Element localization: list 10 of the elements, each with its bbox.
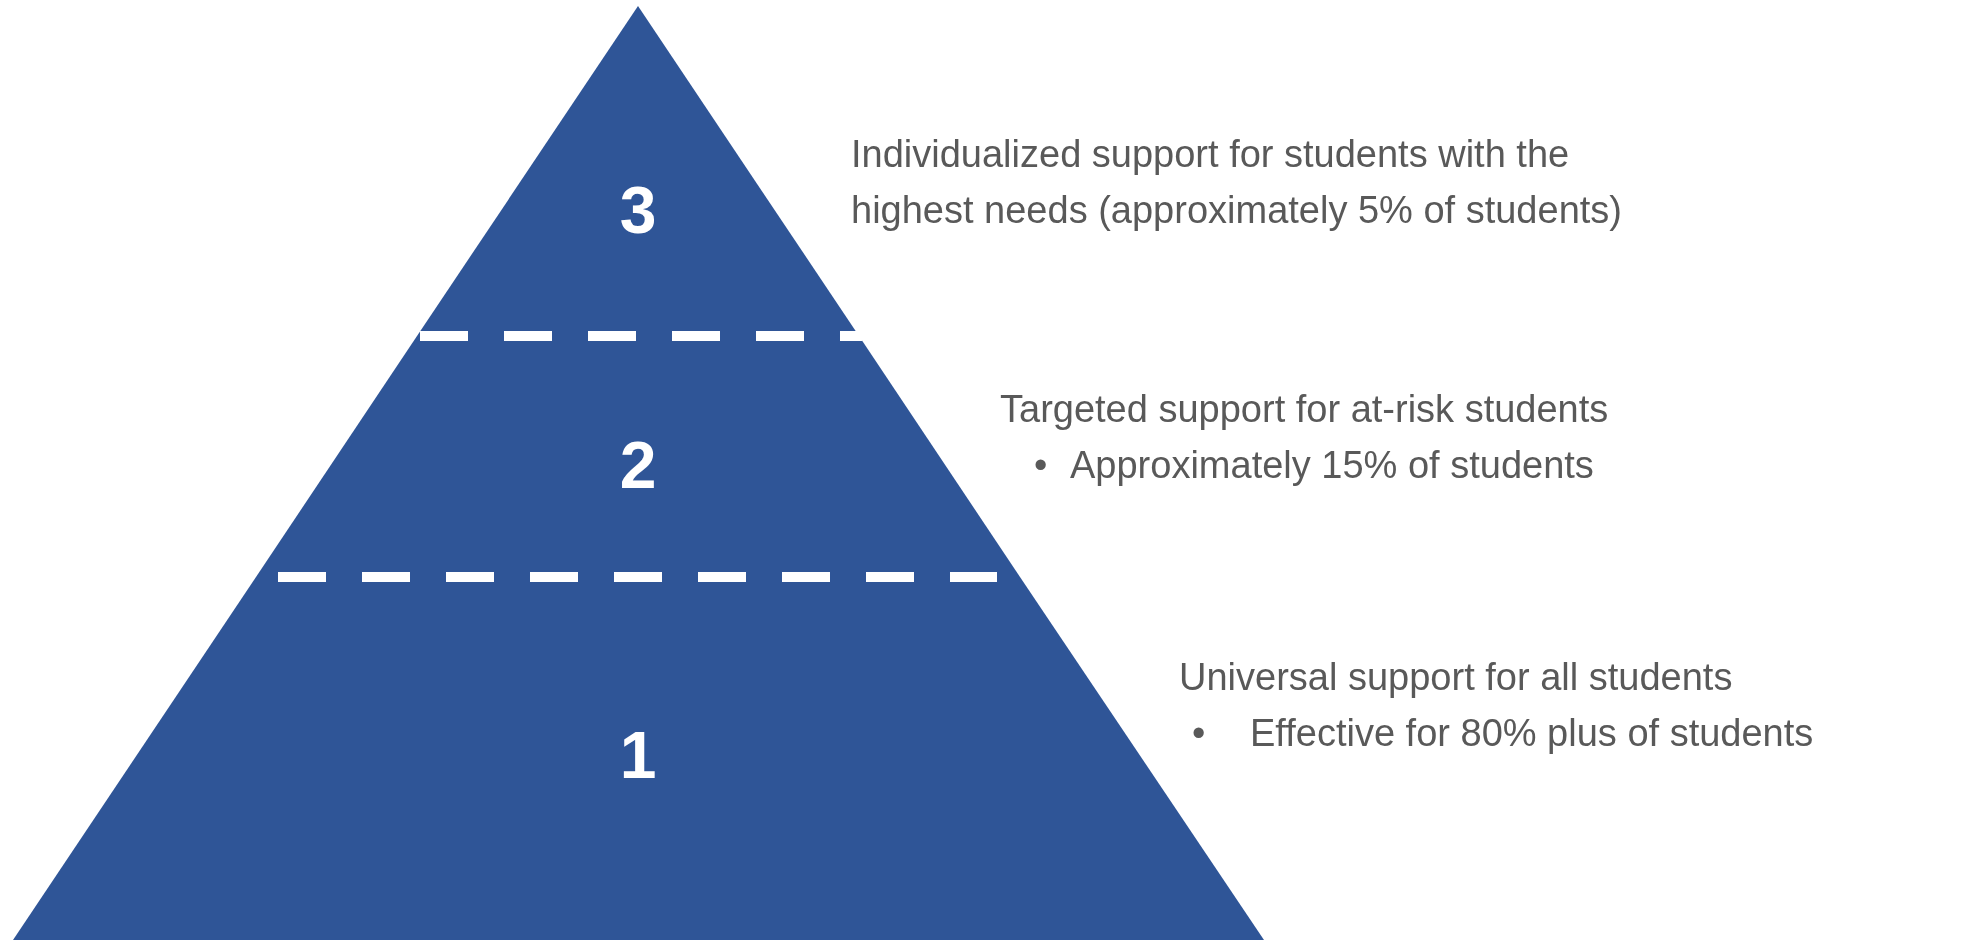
tier-number: 1	[619, 722, 657, 788]
tier-number: 2	[619, 432, 657, 498]
bullet-point: Effective for 80% plus of students	[1250, 711, 1814, 756]
tier-description: Individualized support for students with the highest needs (approximately 5% of students)	[851, 132, 1623, 233]
bullet-marker: •	[1192, 711, 1206, 756]
tier-description: Universal support for all students	[1179, 655, 1734, 700]
tier-number: 3	[619, 177, 657, 243]
tier-description: Targeted support for at-risk students	[1000, 387, 1610, 432]
bullet-marker: •	[1034, 443, 1048, 488]
bullet-point: Approximately 15% of students	[1070, 443, 1594, 488]
